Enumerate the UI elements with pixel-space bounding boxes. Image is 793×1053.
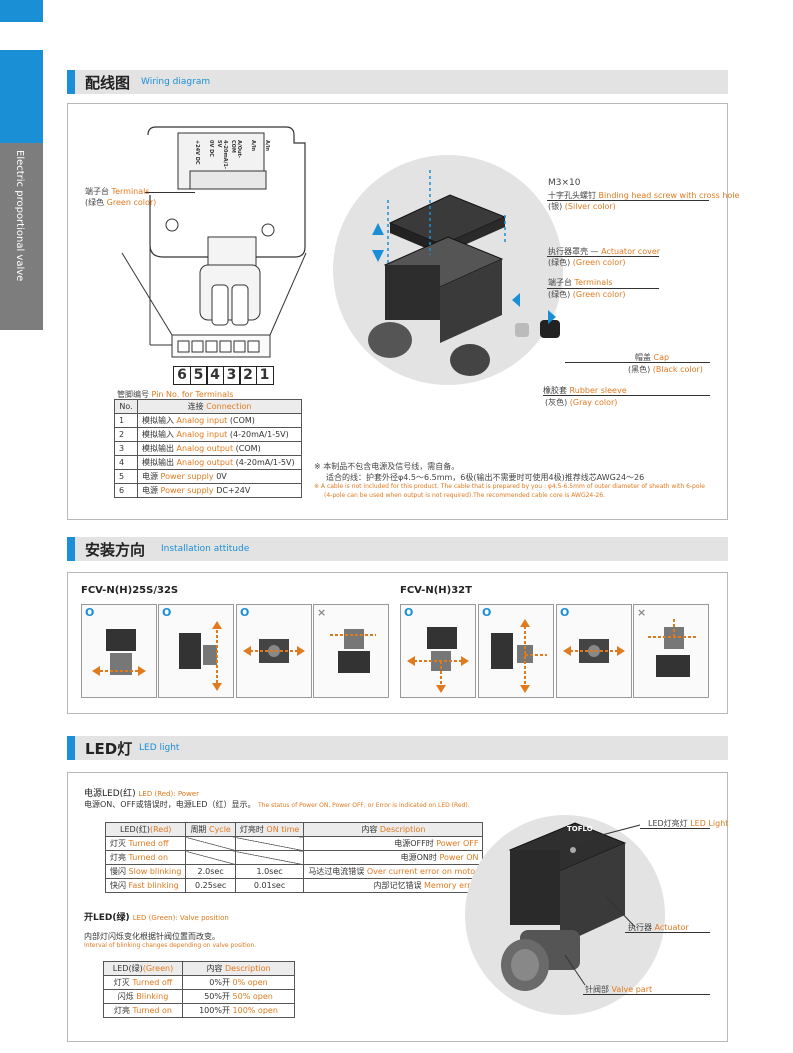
table-row: 灯亮 Turned on 电源ON时 Power ON (104, 850, 484, 865)
power-led-title: 电源LED(红) LED (Red): Power (84, 789, 199, 799)
table-row: 慢闪 Slow blinking 2.0sec 1.0sec 马达过电流错误 O… (104, 864, 484, 879)
sleeve-leader (543, 395, 710, 396)
cover-color: (绿色) (Green color) (548, 258, 626, 267)
orientation-1: O (81, 604, 157, 698)
pin-2: 2 (239, 366, 257, 385)
green-col-led: LED(绿)(Green) (103, 961, 183, 976)
cap-color: (黑色) (Black color) (628, 365, 703, 374)
pin-5: 5 (189, 366, 208, 385)
terminal-box-drawing (121, 126, 307, 358)
note-3: ※ A cable is not included for this produ… (314, 483, 705, 490)
sidebar-blue-block (0, 50, 43, 143)
orientation-7: O (556, 604, 632, 698)
terminal-leader (145, 192, 195, 193)
terminal-legend-2: 0V DC (208, 140, 214, 157)
red-col-cycle: 周期 Cycle (185, 822, 236, 837)
red-col-content: 内容 Description (303, 822, 484, 837)
red-col-on: 灯亮时 ON time (234, 822, 305, 837)
cover-leader (547, 256, 659, 257)
table-row: 灯灭 Turned off 电源OFF时 Power OFF (104, 836, 484, 851)
actuator-callout: 执行器 Actuator (628, 923, 689, 932)
sleeve-color: (灰色) (Gray color) (545, 398, 618, 407)
led-light-leader (640, 828, 710, 829)
pin-caption: 管脚编号 Pin No. for Terminals (117, 390, 234, 399)
pin-6: 6 (173, 366, 191, 385)
cap-callout: 帽盖 Cap (635, 353, 670, 362)
power-led-desc: 电源ON、OFF或错误时，电源LED（红）显示。 The status of P… (84, 800, 470, 809)
terminal-callout: 端子台 Terminals (548, 278, 613, 287)
group-1-title: FCV-N(H)25S/32S (81, 585, 179, 596)
terminal-legend-3: 4-20mA/1-5V (216, 140, 228, 169)
table-row: 快闪 Fast blinking 0.25sec 0.01sec 内部记忆错误 … (104, 878, 484, 893)
install-title: 安装方向 (85, 541, 146, 559)
sidebar-gray-block (0, 143, 43, 330)
red-led-table: LED(红)(Red) 周期 Cycle 灯亮时 ON time 内容 Desc… (104, 822, 484, 893)
terminal-legend-1: +24V DC (194, 140, 200, 165)
screw-color: (银) (Silver color) (548, 202, 616, 211)
terminal-callout-leader (547, 288, 659, 289)
terminal-legends: +24V DC 0V DC 4-20mA/1-5V A/Out-COM A/In… (186, 140, 272, 170)
orientation-3: O (236, 604, 312, 698)
led-section-header: LED灯 LED light (67, 736, 728, 760)
terminal-legend-6: A/In (264, 140, 270, 152)
led-product-drawing (465, 815, 665, 1015)
install-title-en: Installation attitude (161, 544, 250, 554)
sleeve-callout: 橡胶套 Rubber sleeve (543, 386, 627, 395)
red-col-led: LED(红)(Red) (104, 822, 187, 837)
pin-3: 3 (222, 366, 241, 385)
note-4: (4-pole can be used when output is not r… (324, 492, 605, 499)
install-section-header: 安装方向 Installation attitude (67, 537, 728, 561)
note-2: 适合的线：护套外径φ4.5～6.5mm，6极(输出不需要时可使用4极)推荐线芯A… (326, 473, 645, 482)
led-title-en: LED light (139, 743, 180, 753)
screw-callout: 十字孔头螺钉 Binding head screw with cross hol… (548, 191, 740, 200)
actuator-leader (625, 932, 710, 933)
screw-leader (547, 200, 709, 201)
col-no: No. (114, 399, 138, 414)
wiring-title-en: Wiring diagram (141, 77, 211, 87)
valve-callout: 针阀部 Valve part (585, 985, 653, 994)
sidebar-label: Electric proportional valve (14, 150, 25, 282)
terminal-callout-color: (绿色) (Green color) (548, 290, 626, 299)
valve-leader (583, 994, 710, 995)
pin-1: 1 (255, 366, 274, 385)
terminal-label: 端子台 Terminals (绿色 Green color) (85, 187, 157, 207)
screw-model: M3×10 (548, 178, 581, 188)
orientation-5: O (400, 604, 476, 698)
orientation-8: × (633, 604, 709, 698)
green-led-title: 开LED(绿) LED (Green): Valve position (84, 913, 229, 923)
green-led-table: LED(绿)(Green) 内容 Description 灯灭 Turned o… (103, 961, 295, 1018)
terminal-legend-5: A/In (250, 140, 256, 152)
led-title: LED灯 (85, 740, 133, 758)
wiring-title: 配线图 (85, 74, 131, 92)
green-led-desc-en: Interval of blinking changes depending o… (84, 942, 257, 949)
col-connection: 连接 Connection (137, 399, 302, 414)
green-led-desc: 内部灯闪烁变化根据针阀位置而改变。 (84, 932, 220, 941)
pin-4: 4 (206, 366, 224, 385)
note-1: ※ 本制品不包含电源及信号线，需自备。 (314, 462, 460, 471)
orientation-4: × (313, 604, 389, 698)
led-light-callout: LED灯亮灯 LED Light (648, 819, 729, 828)
group-2-title: FCV-N(H)32T (400, 585, 472, 596)
orientation-2: O (158, 604, 234, 698)
terminal-legend-4: A/Out-COM (230, 140, 242, 158)
actuator-exploded-drawing (333, 155, 563, 385)
actuator-logo: TOFLO (567, 825, 593, 833)
wiring-section-header: 配线图 Wiring diagram (67, 70, 728, 94)
cover-callout: 执行器罩壳 — Actuator cover (548, 247, 661, 256)
sidebar-top-block (0, 0, 43, 22)
orientation-6: O (478, 604, 554, 698)
cap-leader (565, 362, 710, 363)
green-col-content: 内容 Description (182, 961, 295, 976)
